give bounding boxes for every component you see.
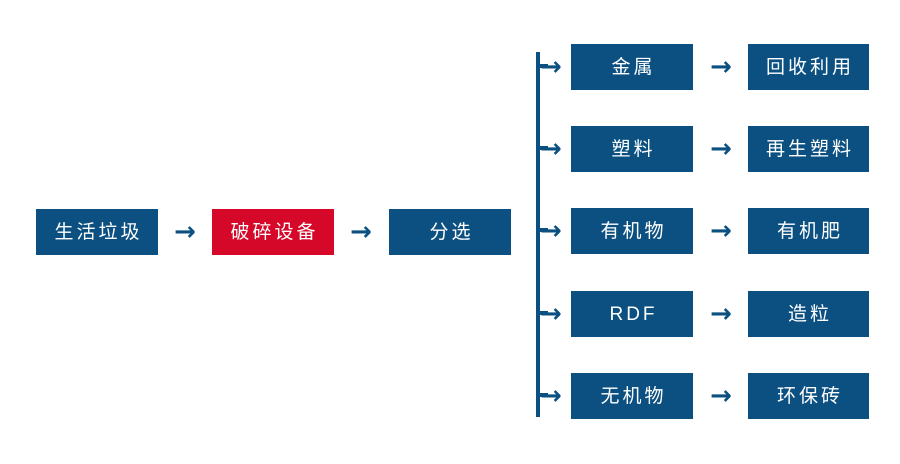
arrow-rdf-to-pelletizing-icon: → — [710, 299, 732, 329]
node-fraction-metal[interactable]: 金属 — [571, 44, 693, 90]
arrow-crusher-to-sorting-icon: → — [350, 217, 372, 247]
arrow-input-to-crusher-icon: → — [174, 217, 196, 247]
node-product-recycle[interactable]: 回收利用 — [748, 44, 869, 90]
node-sorting[interactable]: 分选 — [389, 209, 511, 255]
branch-arrow-metal-icon: → — [540, 52, 562, 82]
branch-arrow-inorganic-icon: → — [540, 381, 562, 411]
branch-arrow-rdf-icon: → — [540, 299, 562, 329]
node-fraction-inorganic[interactable]: 无机物 — [571, 373, 693, 419]
branch-stub-inorganic — [540, 393, 548, 397]
branch-stub-rdf — [540, 311, 548, 315]
arrow-organic-to-fertilizer-icon: → — [710, 216, 732, 246]
branch-stub-metal — [540, 64, 548, 68]
branch-arrow-organic-icon: → — [540, 216, 562, 246]
node-fraction-rdf[interactable]: RDF — [571, 291, 693, 337]
arrow-metal-to-recycle-icon: → — [710, 52, 732, 82]
node-product-pelletizing[interactable]: 造粒 — [748, 291, 869, 337]
branch-stub-plastic — [540, 146, 548, 150]
node-product-organic-fertilizer[interactable]: 有机肥 — [748, 208, 869, 254]
node-input[interactable]: 生活垃圾 — [36, 209, 158, 255]
node-product-eco-brick[interactable]: 环保砖 — [748, 373, 869, 419]
node-fraction-plastic[interactable]: 塑料 — [571, 126, 693, 172]
branch-arrow-plastic-icon: → — [540, 134, 562, 164]
arrow-plastic-to-recycled-plastic-icon: → — [710, 134, 732, 164]
node-crusher[interactable]: 破碎设备 — [212, 209, 334, 255]
arrow-inorganic-to-ecobrick-icon: → — [710, 381, 732, 411]
branch-stub-organic — [540, 228, 548, 232]
node-fraction-organic[interactable]: 有机物 — [571, 208, 693, 254]
split-trunk-line — [536, 52, 540, 417]
node-product-recycled-plastic[interactable]: 再生塑料 — [748, 126, 869, 172]
